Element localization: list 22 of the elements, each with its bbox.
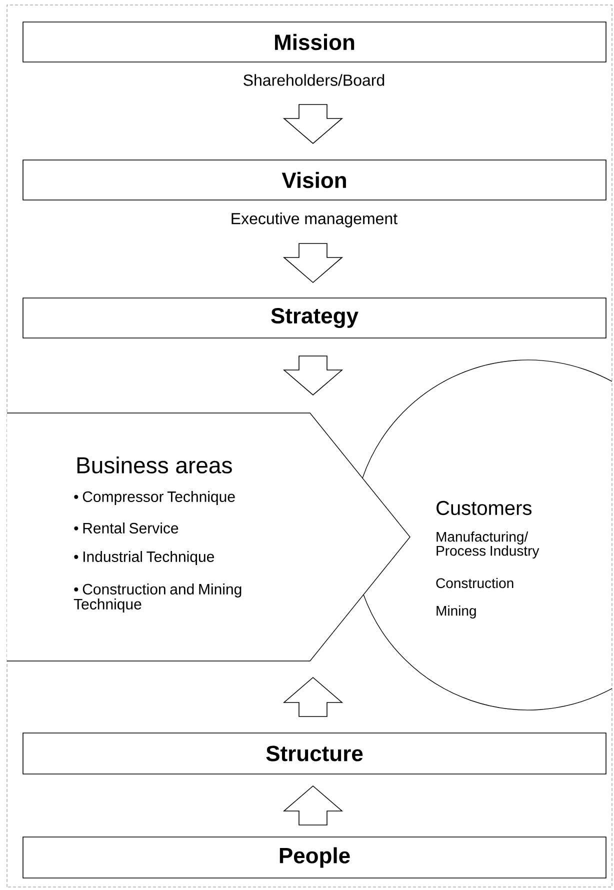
- band: People: [22, 836, 606, 878]
- node-label: Shareholders/Board: [244, 74, 384, 86]
- list-item: Manufacturing/ Process Industry: [436, 531, 540, 559]
- list-item: • Industrial Technique: [74, 551, 214, 565]
- list-item: • Compressor Technique: [74, 491, 235, 505]
- block-arrow: [282, 356, 344, 396]
- band: Mission: [22, 22, 606, 62]
- block-arrow: [282, 785, 344, 826]
- pentagon: [6, 412, 410, 662]
- heading: Business areas: [77, 456, 232, 474]
- band: Strategy: [22, 298, 606, 338]
- list-item: Mining: [436, 605, 476, 619]
- list-item: • Rental Service: [74, 522, 178, 534]
- block-arrow: [282, 104, 344, 144]
- band: Structure: [22, 732, 606, 774]
- band: Vision: [22, 160, 606, 200]
- heading: Customers: [436, 500, 532, 516]
- block-arrow: [282, 676, 344, 717]
- node-label: Executive management: [232, 212, 398, 228]
- list-item: • Construction and Mining Technique: [74, 584, 242, 612]
- list-item: Construction: [436, 578, 514, 588]
- block-arrow: [282, 243, 344, 284]
